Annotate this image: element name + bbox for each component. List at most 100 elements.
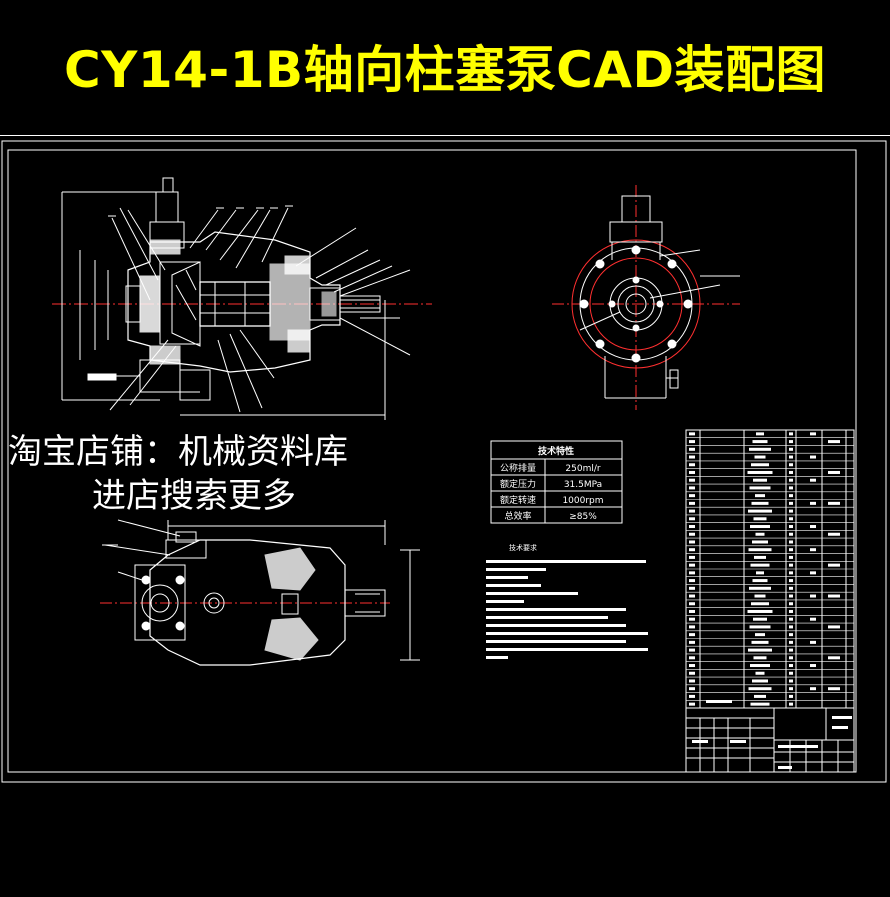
parts-list-cell-mark	[810, 664, 816, 668]
parts-list-cell-mark	[828, 656, 840, 660]
parts-list-cell-mark	[789, 648, 793, 652]
parts-list-cell-mark	[789, 687, 793, 691]
parts-list-cell-mark	[755, 494, 765, 498]
parts-list-cell-mark	[689, 540, 695, 544]
spec-label-displacement: 公称排量	[500, 462, 536, 474]
parts-list-cell-mark	[689, 470, 695, 474]
parts-list-cell-mark	[751, 640, 769, 644]
parts-list-cell-mark	[789, 679, 793, 683]
parts-list-cell-mark	[789, 609, 793, 613]
spec-value-efficiency: ≥85%	[569, 512, 597, 522]
parts-list-cell-mark	[748, 548, 772, 552]
parts-list-cell-mark	[689, 532, 695, 536]
spec-value-displacement: 250ml/r	[565, 464, 600, 474]
parts-list-cell-mark	[810, 501, 816, 505]
parts-list-cell-mark	[689, 656, 695, 660]
parts-list-cell-mark	[689, 617, 695, 621]
parts-list-cell-mark	[689, 671, 695, 675]
parts-list-cell-mark	[789, 702, 793, 706]
exterior-view	[100, 519, 420, 666]
parts-list-cell-mark	[689, 586, 695, 590]
parts-list-cell-mark	[689, 571, 695, 575]
parts-list-cell-mark	[754, 694, 766, 698]
parts-list-cell-mark	[750, 525, 770, 529]
parts-list-cell-mark	[689, 447, 695, 451]
parts-list-cell-mark	[828, 687, 840, 691]
parts-list-cell-mark	[789, 447, 793, 451]
parts-list-cell-mark	[810, 640, 816, 644]
parts-list-cell-mark	[789, 432, 793, 436]
parts-list-cell-mark	[750, 664, 770, 668]
parts-list-cell-mark	[789, 486, 793, 490]
parts-list-cell-mark	[689, 517, 695, 521]
parts-list-cell-mark	[789, 579, 793, 583]
parts-list-cell-mark	[789, 540, 793, 544]
parts-list-cell-mark	[689, 694, 695, 698]
parts-list-cell-mark	[828, 440, 840, 444]
parts-list-cell-mark	[749, 586, 771, 590]
parts-list-cell-mark	[752, 579, 768, 583]
parts-list-cell-mark	[689, 555, 695, 559]
parts-list-cell-mark	[689, 594, 695, 598]
parts-list-cell-mark	[789, 463, 793, 467]
sheet-outer-border	[1, 140, 887, 783]
parts-list-cell-mark	[689, 648, 695, 652]
parts-list-cell-mark	[789, 501, 793, 505]
parts-list-cell-mark	[755, 633, 765, 637]
title-block-fills	[692, 700, 852, 769]
title-block	[685, 707, 855, 773]
parts-list-cell-mark	[749, 625, 771, 629]
parts-list-cell-mark	[789, 586, 793, 590]
watermark-line-1: 淘宝店铺：机械资料库	[8, 432, 348, 472]
spec-label-speed: 额定转速	[500, 494, 536, 506]
parts-list-cell-mark	[752, 440, 768, 444]
parts-list-cell-mark	[789, 563, 793, 567]
parts-list-cell-mark	[750, 563, 770, 567]
parts-list-cell-mark	[828, 532, 840, 536]
parts-list-cell-mark	[789, 555, 793, 559]
parts-list-cell-mark	[689, 640, 695, 644]
parts-list-cell-mark	[789, 571, 793, 575]
parts-list-cell-mark	[689, 609, 695, 613]
parts-list-cell-mark	[689, 548, 695, 552]
parts-list-cell-mark	[810, 455, 816, 459]
parts-list-cell-mark	[789, 517, 793, 521]
parts-list-cell-mark	[754, 455, 766, 459]
parts-list-cell-mark	[789, 664, 793, 668]
parts-list-cell-mark	[689, 494, 695, 498]
parts-list-cell-mark	[755, 532, 765, 536]
parts-list-cell-mark	[789, 548, 793, 552]
parts-list-cell-mark	[749, 486, 771, 490]
parts-list-cell-mark	[810, 432, 816, 436]
parts-list-cell-mark	[789, 617, 793, 621]
parts-list-cell-mark	[789, 656, 793, 660]
parts-list-cell-mark	[789, 694, 793, 698]
parts-list-cell-mark	[748, 648, 772, 652]
parts-list-cell-mark	[689, 486, 695, 490]
parts-list-cell-mark	[750, 702, 770, 706]
parts-list-cell-mark	[689, 463, 695, 467]
parts-list-cell-mark	[752, 679, 768, 683]
parts-list-cell-mark	[689, 602, 695, 606]
tech-req-lines	[486, 560, 648, 659]
parts-list-cell-mark	[689, 509, 695, 513]
parts-list-cell-mark	[828, 563, 840, 567]
parts-list-cell-mark	[689, 563, 695, 567]
parts-list-cell-mark	[751, 602, 769, 606]
parts-list-cell-mark	[747, 470, 773, 474]
spec-label-pressure: 额定压力	[500, 478, 536, 490]
tech-req-header: 技术要求	[509, 543, 537, 552]
parts-list-cell-mark	[748, 687, 772, 691]
parts-list-cell-mark	[689, 633, 695, 637]
parts-list-cell-mark	[789, 640, 793, 644]
parts-list-cell-mark	[752, 540, 768, 544]
parts-list-cell-mark	[689, 432, 695, 436]
parts-list-cell-mark	[789, 478, 793, 482]
parts-list-cell-mark	[756, 432, 764, 436]
parts-list-cell-mark	[747, 609, 773, 613]
parts-list-cell-mark	[689, 455, 695, 459]
parts-list-cell-mark	[689, 440, 695, 444]
parts-list-cell-mark	[754, 594, 766, 598]
parts-list-cell-mark	[828, 594, 840, 598]
